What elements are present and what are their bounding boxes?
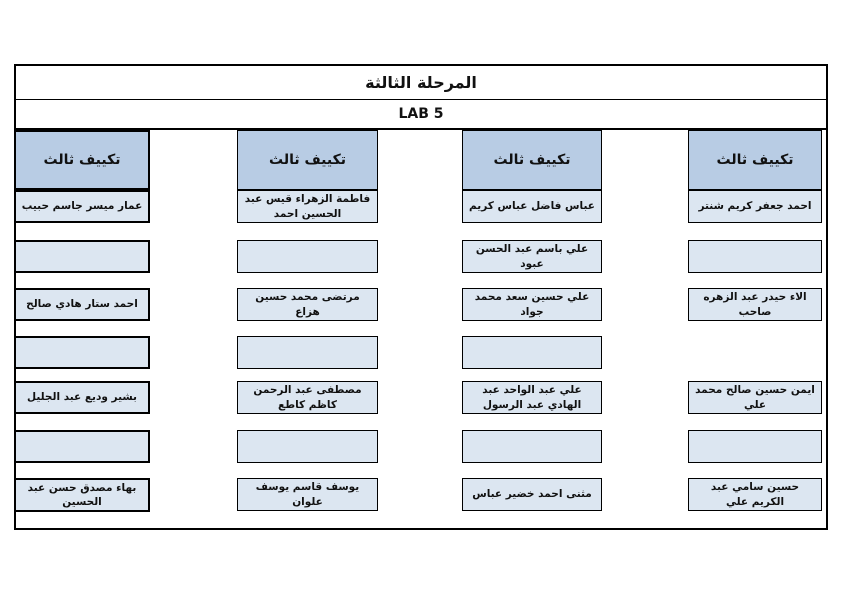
student-cell: علي باسم عبد الحسن عبود [462,240,602,273]
student-cell: الاء حيدر عبد الزهره صاحب [688,288,822,321]
student-cell: مثنى احمد خضير عباس [462,478,602,511]
empty-cell [688,240,822,273]
student-cell: فاطمة الزهراء قيس عبد الحسين احمد [237,190,378,223]
student-cell: بهاء مصدق حسن عبد الحسين [14,478,150,513]
student-cell: احمد جعفر كريم شنتر [688,190,822,223]
empty-cell [14,430,150,463]
empty-cell [237,336,378,369]
group-header: تكييف ثالث [462,130,602,190]
student-cell: مرتضى محمد حسين هزاع [237,288,378,321]
student-cell: حسين سامي عبد الكريم علي [688,478,822,511]
empty-cell [14,336,150,369]
student-cell: عمار ميسر جاسم حبيب [14,190,150,223]
empty-cell [237,240,378,273]
empty-cell [462,430,602,463]
empty-cell [14,240,150,273]
student-cell: علي عبد الواحد عبد الهادي عبد الرسول [462,381,602,414]
group-header: تكييف ثالث [237,130,378,190]
group-header: تكييف ثالث [688,130,822,190]
student-cell: مصطفى عبد الرحمن كاظم كاطع [237,381,378,414]
empty-cell [237,430,378,463]
student-cell: احمد ستار هادي صالح [14,288,150,321]
group-header: تكييف ثالث [14,130,150,190]
empty-cell [462,336,602,369]
lab-title: LAB 5 [16,100,826,130]
student-cell: بشير وديع عبد الجليل [14,381,150,414]
student-cell: عباس فاضل عباس كريم [462,190,602,223]
student-cell: يوسف قاسم يوسف علوان [237,478,378,511]
student-cell: ايمن حسين صالح محمد علي [688,381,822,414]
student-cell: علي حسين سعد محمد جواد [462,288,602,321]
stage-title: المرحلة الثالثة [16,66,826,100]
empty-cell [688,430,822,463]
table-frame: المرحلة الثالثة LAB 5 تكييف ثالث احمد جع… [14,64,828,530]
